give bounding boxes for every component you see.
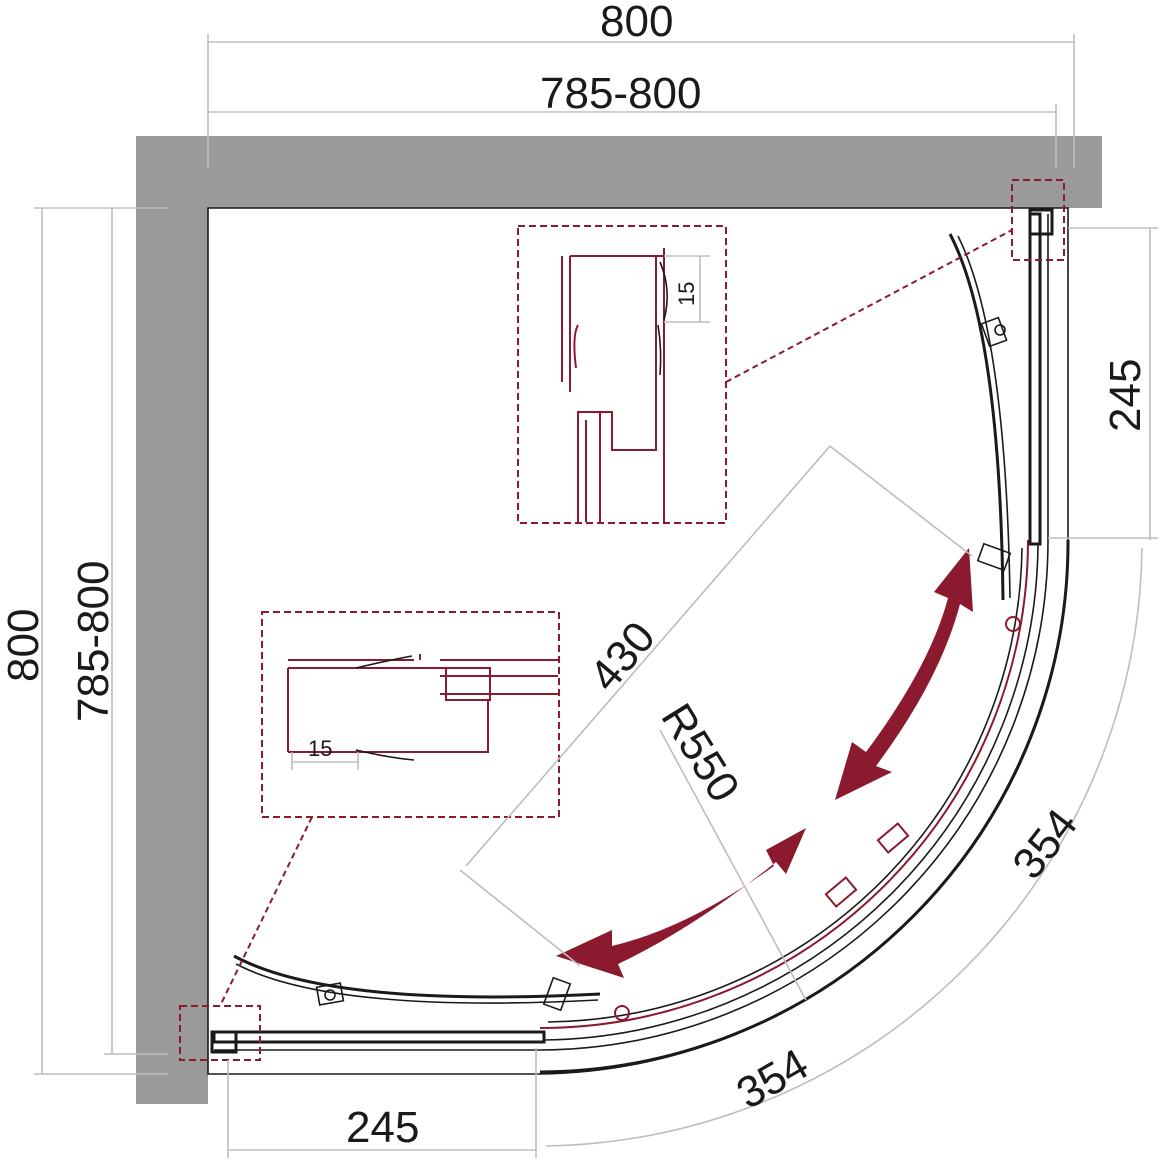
bottom-door-leaf (233, 954, 601, 999)
detail-left-frame (261, 611, 560, 818)
tray-arc-3 (547, 547, 1023, 1023)
right-fixed-panel (1028, 212, 1042, 546)
dim-entrance-label: 430 (580, 613, 665, 701)
dim-entrance-line (465, 445, 831, 867)
detail-left-seal (445, 667, 491, 701)
dim-arc-bottom-label: 354 (729, 1040, 817, 1119)
left-wall-profile (210, 1030, 238, 1054)
walls (136, 136, 1102, 1104)
tray-arc-2 (544, 544, 1039, 1041)
dim-top-overall-label: 800 (600, 0, 673, 46)
dim-top-adjust-label: 785-800 (540, 69, 701, 118)
door-leaves (233, 233, 1021, 1021)
bottom-fixed-panel (212, 1030, 546, 1044)
bottom-door-handle (315, 982, 345, 1006)
detail-left-dim-label: 15 (308, 736, 332, 761)
dim-bottom-side-label: 245 (346, 1103, 419, 1152)
roller-4 (614, 1005, 630, 1021)
dim-entrance-ext-2 (459, 869, 581, 967)
right-door-arrow (835, 548, 973, 800)
tray-arc-outer (539, 539, 1070, 1074)
detail-top-profile (561, 248, 665, 522)
detail-top-frame (517, 225, 727, 524)
roller-2 (824, 876, 858, 908)
left-wall (136, 136, 208, 1104)
detail-top-source (1011, 179, 1065, 261)
dim-left-adjust-label: 785-800 (69, 561, 118, 722)
dim-radius-line (659, 729, 807, 1001)
detail-left-leader (219, 816, 313, 1007)
tray-arcs (539, 539, 1070, 1074)
right-door-knob (994, 324, 1006, 336)
bottom-door-arrow (556, 828, 806, 978)
tray-arc-1 (539, 539, 1049, 1051)
dim-entrance-ext-1 (829, 445, 973, 557)
right-door-leaf (948, 233, 1005, 601)
right-stopper (976, 542, 1012, 572)
fixed-panels (210, 208, 1054, 1054)
detail-top-dim-label: 15 (674, 282, 699, 306)
detail-top-leader (725, 229, 1013, 383)
dim-left-overall-label: 800 (0, 609, 48, 682)
dim-right-side-label: 245 (1101, 359, 1150, 432)
sliding-door-track (539, 539, 1029, 1029)
right-door-leaf-inner (957, 235, 1011, 599)
opening-arrows (556, 548, 973, 978)
bottom-stopper (542, 976, 572, 1012)
roller-1 (876, 822, 910, 854)
dim-arc-line (545, 547, 1143, 1147)
detail-left: 15 (179, 611, 560, 1061)
roller-3 (1005, 616, 1021, 632)
top-wall (136, 136, 1102, 208)
detail-left-lip (355, 655, 415, 761)
detail-top: 15 (517, 179, 1065, 524)
right-door-handle (980, 316, 1008, 348)
bottom-door-knob (324, 989, 336, 1001)
dim-arc-right-label: 354 (1003, 800, 1087, 888)
detail-top-seal (657, 261, 668, 376)
dim-radius-label: R550 (652, 695, 749, 810)
top-wall-profile (1028, 208, 1054, 236)
bottom-door-leaf-inner (235, 963, 599, 1004)
